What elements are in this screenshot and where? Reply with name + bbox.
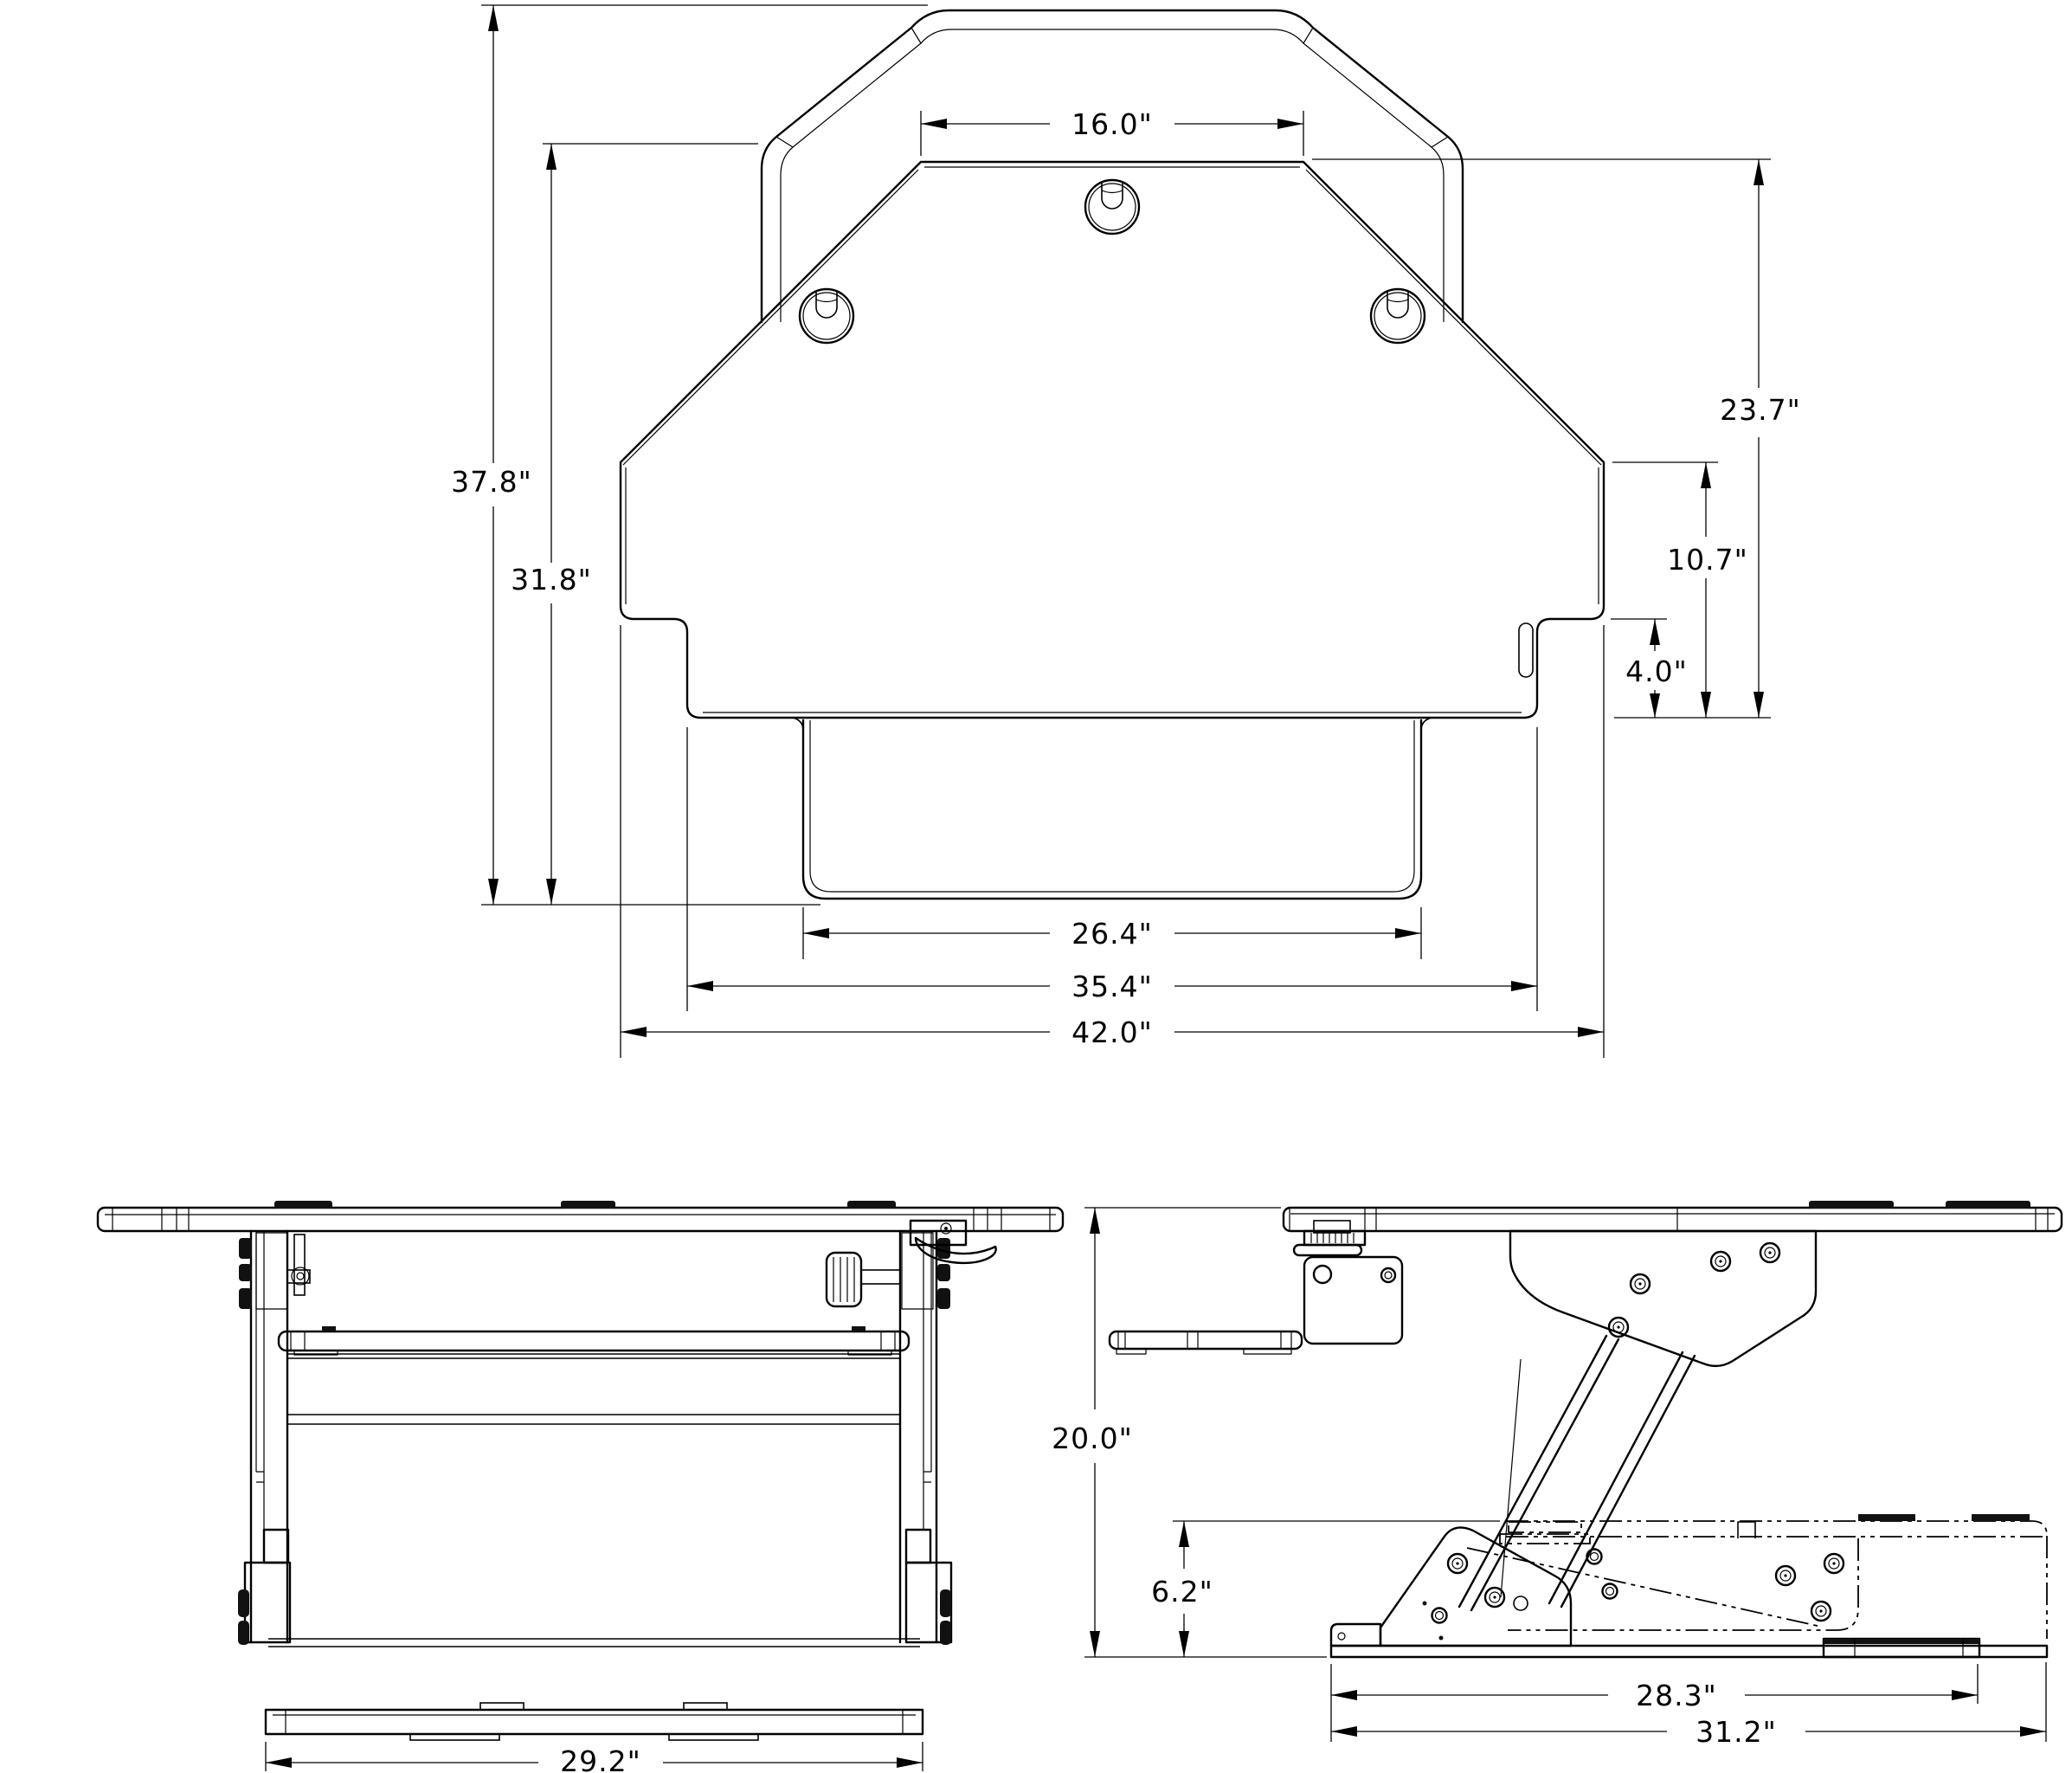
dim-label-inner-width: 35.4" (1071, 970, 1153, 1003)
side-lowered-position-phantom (1466, 1514, 2048, 1639)
dim-step-height: 4.0" (1611, 618, 1688, 718)
side-clamp-and-bracket (1292, 1220, 1404, 1345)
dim-label-base-depth: 28.3" (1636, 1679, 1717, 1712)
side-view-dimensions: 20.0" 6.2" 28.3" 31.2" (1052, 1207, 2047, 1749)
release-lever (909, 1219, 997, 1265)
dim-label-right-depth: 23.7" (1720, 393, 1801, 427)
side-lift-struts (1457, 1334, 1696, 1612)
front-desktop (96, 1201, 1065, 1233)
side-keyboard-tray (1108, 1330, 1303, 1355)
dim-inner-width: 35.4" (686, 727, 1538, 1011)
top-view-dimensions: 16.0" 37.8" 31.8" 23.7" (451, 4, 1801, 1058)
dim-label-side-edge-depth: 10.7" (1667, 543, 1748, 577)
front-cross-rails (268, 1353, 920, 1647)
keyhole-mounts (798, 178, 1426, 345)
keyhole-right (1369, 287, 1426, 345)
dim-label-overall-depth: 37.8" (451, 465, 532, 499)
keyhole-left (798, 287, 855, 345)
keyboard-tray-outline (792, 717, 1432, 900)
dim-label-surface-depth: 31.8" (511, 563, 592, 596)
top-view: 16.0" 37.8" 31.8" 23.7" (451, 4, 1801, 1058)
dim-mount-width: 16.0" (920, 107, 1304, 156)
side-desktop (1282, 1201, 2063, 1233)
front-right-tower (825, 1219, 997, 1645)
dim-label-tray-width: 26.4" (1071, 917, 1153, 951)
dim-label-base-width: 29.2" (560, 1744, 641, 1773)
dim-label-overall-width: 42.0" (1071, 1015, 1153, 1049)
dim-base-width: 29.2" (265, 1742, 923, 1773)
dim-overall-side-depth: 31.2" (1331, 1662, 2047, 1749)
dim-tray-width: 26.4" (802, 907, 1422, 959)
release-lever-slot (1518, 622, 1534, 678)
keyhole-center (1084, 178, 1141, 235)
dim-right-depth: 23.7" (1312, 158, 1801, 719)
front-view-dimensions: 29.2" (265, 1742, 923, 1773)
adjustment-knob (825, 1251, 901, 1308)
dim-label-step-height: 4.0" (1625, 654, 1688, 688)
side-base-rail (1329, 1637, 2049, 1659)
work-surface-outline (619, 160, 1605, 719)
rear-frame-outline (760, 9, 1464, 324)
dim-raised-height: 20.0" (1052, 1207, 1327, 1658)
dim-label-folded-height: 6.2" (1151, 1575, 1213, 1609)
dim-overall-width: 42.0" (620, 625, 1605, 1058)
side-base-gusset (1329, 1526, 1573, 1647)
front-view: 29.2" (96, 1201, 1065, 1773)
dim-side-edge-depth: 10.7" (1612, 461, 1748, 718)
dim-label-mount-width: 16.0" (1071, 107, 1153, 141)
dim-label-raised-height: 20.0" (1052, 1422, 1133, 1455)
front-keyboard-tray (277, 1326, 911, 1356)
dim-folded-height: 6.2" (1151, 1520, 1500, 1657)
side-upper-arm-plate (1509, 1229, 1818, 1368)
dim-surface-depth: 31.8" (511, 143, 758, 905)
front-base (264, 1702, 924, 1741)
dim-base-depth: 28.3" (1330, 1664, 1979, 1742)
front-left-tower (238, 1229, 311, 1645)
dim-overall-depth: 37.8" (451, 4, 928, 906)
dim-label-overall-side-depth: 31.2" (1696, 1715, 1777, 1749)
side-view: 20.0" 6.2" 28.3" 31.2" (1052, 1201, 2063, 1749)
